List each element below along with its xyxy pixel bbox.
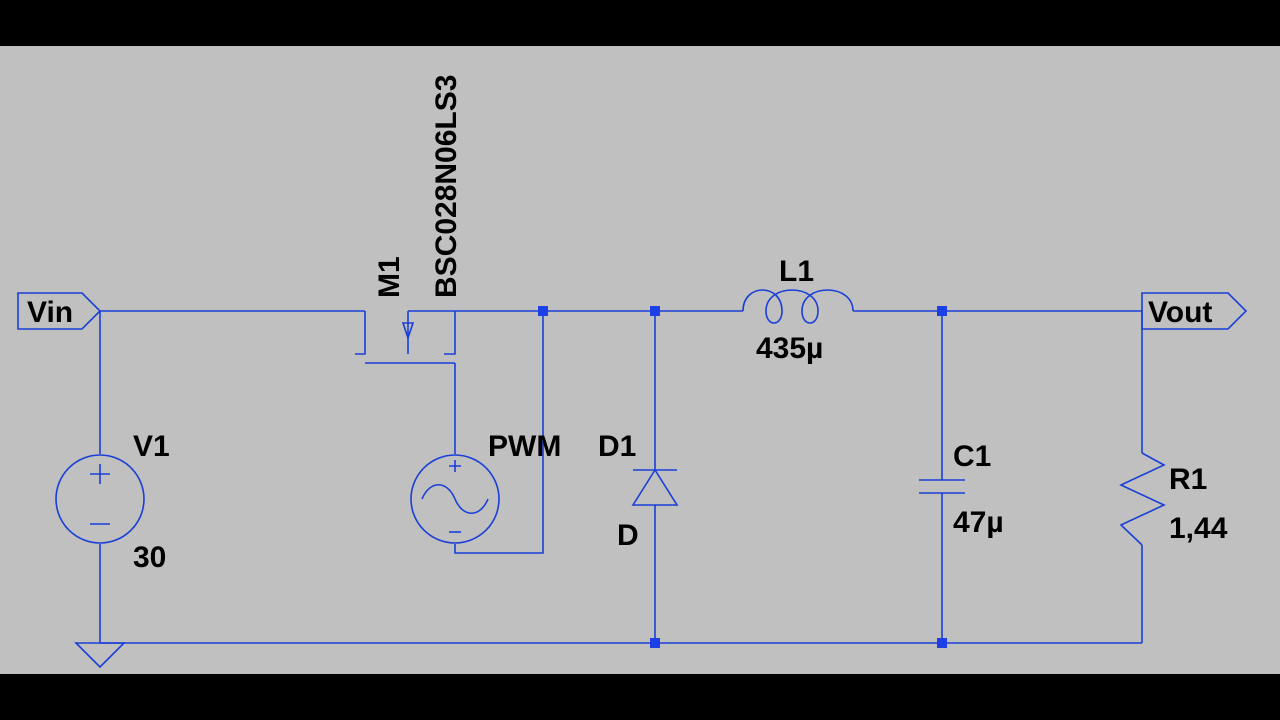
junction-dot (650, 306, 660, 316)
v1-source[interactable]: V1 30 (55, 430, 170, 574)
pwm-source[interactable]: PWM (410, 430, 561, 544)
schematic-background (0, 46, 1280, 674)
plus-sign-icon (449, 460, 461, 472)
ground-icon (74, 642, 126, 669)
sine-wave-icon (421, 483, 489, 515)
v1-value: 30 (133, 541, 166, 574)
wires (99, 310, 1143, 644)
nmos-transistor-icon (355, 310, 456, 364)
m1-model: BSC028N06LS3 (430, 75, 463, 298)
l1-value: 435µ (756, 332, 823, 365)
junction-dot (937, 638, 947, 648)
top-black-bar (0, 0, 1280, 46)
r1-resistor[interactable]: R1 1,44 (1119, 452, 1228, 546)
junction-dot (650, 638, 660, 648)
diode-icon (631, 468, 679, 506)
vin-port[interactable]: Vin (17, 292, 102, 330)
port-flag-icon (1141, 292, 1248, 330)
c1-value: 47µ (953, 506, 1004, 539)
plus-sign-icon (90, 464, 110, 484)
l1-name: L1 (779, 255, 814, 288)
r1-value: 1,44 (1169, 512, 1228, 545)
c1-capacitor[interactable]: C1 47µ (919, 440, 1004, 539)
m1-name: M1 (373, 256, 406, 298)
pwm-name: PWM (488, 430, 561, 463)
r1-name: R1 (1169, 463, 1207, 496)
wire-pwm-return[interactable] (454, 311, 544, 554)
bottom-black-bar (0, 674, 1280, 720)
resistor-icon (1119, 452, 1166, 546)
port-flag-icon (17, 292, 102, 330)
dc-voltage-source-icon (55, 454, 145, 544)
m1-transistor[interactable]: M1 BSC028N06LS3 (355, 75, 463, 364)
v1-name: V1 (133, 430, 170, 463)
junction-dot (538, 306, 548, 316)
d1-model: D (617, 519, 639, 552)
d1-name: D1 (598, 430, 636, 463)
vin-label: Vin (27, 296, 73, 329)
inductor-icon (742, 289, 854, 324)
ac-voltage-source-icon (410, 454, 500, 544)
ground-symbol[interactable] (74, 642, 126, 669)
capacitor-icon (919, 479, 965, 494)
d1-diode[interactable]: D1 D (598, 430, 679, 552)
vout-port[interactable]: Vout (1141, 292, 1248, 330)
c1-name: C1 (953, 440, 991, 473)
l1-inductor[interactable]: L1 435µ (742, 255, 854, 365)
junctions (538, 306, 947, 648)
junction-dot (937, 306, 947, 316)
vout-label: Vout (1148, 296, 1212, 329)
